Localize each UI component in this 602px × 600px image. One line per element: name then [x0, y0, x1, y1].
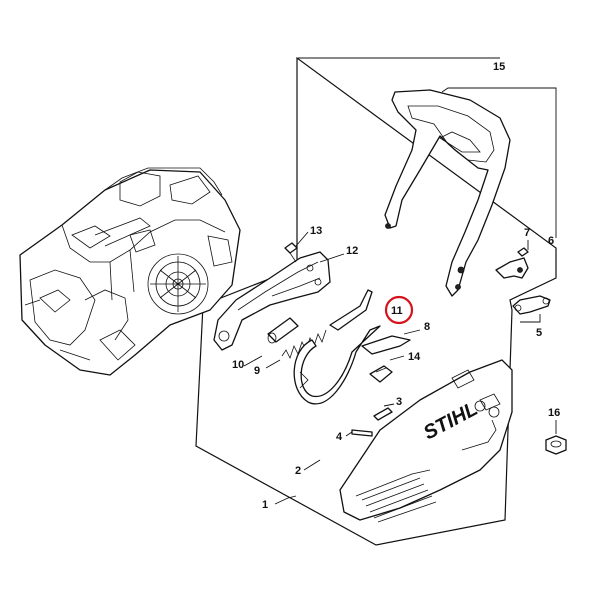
callout-4[interactable]: 4	[336, 431, 343, 443]
callout-13[interactable]: 13	[310, 225, 322, 237]
callout-3[interactable]: 3	[396, 396, 402, 408]
cover-vents	[355, 469, 437, 523]
callout-2[interactable]: 2	[295, 465, 301, 477]
collar-nut	[545, 435, 567, 455]
callout-11[interactable]: 11	[391, 305, 403, 317]
callout-6[interactable]: 6	[548, 235, 554, 247]
callouts: 1 2 3 4 5 6 7 8 9 10 11 12 13 14 15 16	[232, 61, 560, 511]
callout-10[interactable]: 10	[232, 359, 244, 371]
brake-spring	[329, 289, 373, 331]
handle-bracket	[495, 247, 529, 279]
callout-5[interactable]: 5	[536, 327, 542, 339]
sleeve	[267, 317, 299, 344]
screw-13	[284, 242, 298, 263]
front-hand-guard	[384, 89, 511, 297]
brake-lever	[213, 251, 331, 351]
callout-16[interactable]: 16	[548, 407, 560, 419]
sprocket-cover: STIHL	[339, 359, 513, 523]
callout-1[interactable]: 1	[262, 499, 268, 511]
brake-band	[293, 325, 381, 405]
lever-bolt	[512, 295, 551, 315]
small-part-14	[369, 365, 393, 383]
callout-12[interactable]: 12	[346, 245, 358, 257]
callout-7[interactable]: 7	[524, 227, 530, 239]
highlight-ring	[384, 295, 414, 325]
leader-lines	[243, 57, 557, 505]
callout-14[interactable]: 14	[408, 351, 421, 363]
small-part-8	[361, 335, 411, 355]
pin-4	[351, 429, 373, 437]
callout-8[interactable]: 8	[424, 321, 430, 333]
engine-assembly	[19, 167, 241, 376]
callout-15[interactable]: 15	[493, 61, 505, 73]
pin-3	[373, 407, 393, 421]
callout-9[interactable]: 9	[254, 365, 260, 377]
